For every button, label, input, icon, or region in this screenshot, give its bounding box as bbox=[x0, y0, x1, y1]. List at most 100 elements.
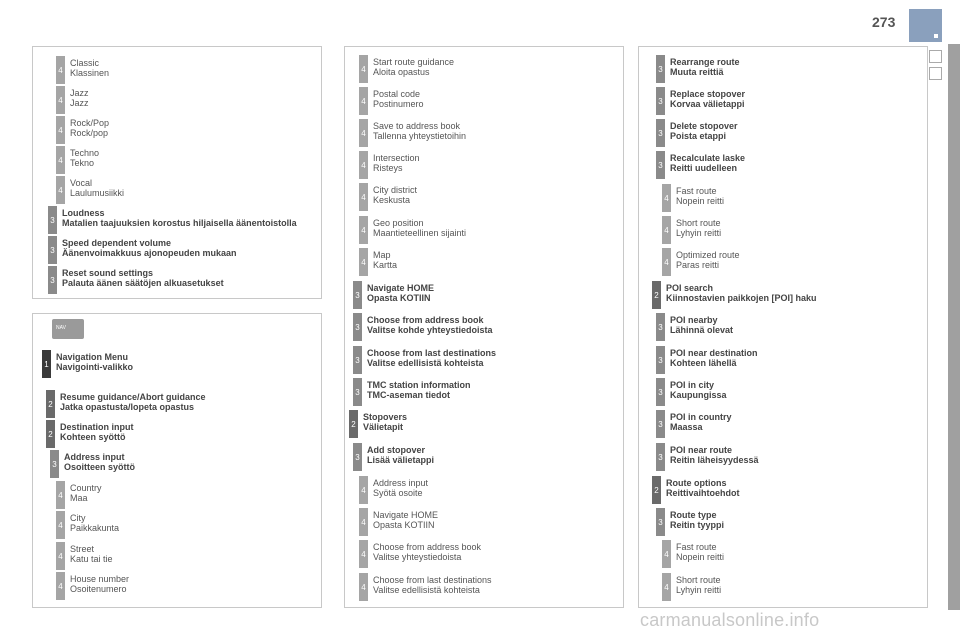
entry-label-fi: Maassa bbox=[670, 422, 703, 432]
entry-label-fi: Matalien taajuuksien korostus hiljaisell… bbox=[62, 218, 297, 228]
entry-label-fi: Lisää välietappi bbox=[367, 455, 435, 465]
entry-label-en: Address input bbox=[373, 478, 429, 488]
level-badge: 4 bbox=[662, 573, 671, 601]
entry-label-en: POI nearby bbox=[670, 315, 718, 325]
entry-label-fi: Katu tai tie bbox=[70, 554, 113, 564]
entry-label-en: Replace stopover bbox=[670, 89, 746, 99]
panel-destination-options bbox=[344, 46, 624, 608]
level-badge: 3 bbox=[48, 266, 57, 294]
level-badge: 4 bbox=[359, 540, 368, 568]
entry-label-en: Route options bbox=[666, 478, 727, 488]
entry-label-fi: Maa bbox=[70, 493, 88, 503]
entry-label-fi: Opasta KOTIIN bbox=[373, 520, 435, 530]
entry-label-fi: Kohteen syöttö bbox=[60, 432, 126, 442]
entry-label-fi: Lyhyin reitti bbox=[676, 585, 722, 595]
entry-label-fi: Risteys bbox=[373, 163, 403, 173]
entry-label-en: POI near route bbox=[670, 445, 733, 455]
entry-label-fi: Poista etappi bbox=[670, 131, 727, 141]
level-badge: 2 bbox=[652, 281, 661, 309]
level-badge: 4 bbox=[56, 542, 65, 570]
entry-label-fi: Osoitenumero bbox=[70, 584, 127, 594]
entry-label-fi: Keskusta bbox=[373, 195, 411, 205]
entry-label-en: Map bbox=[373, 250, 391, 260]
entry-label-fi: Jatka opastusta/lopeta opastus bbox=[60, 402, 195, 412]
entry-label-fi: Reitti uudelleen bbox=[670, 163, 738, 173]
side-strip bbox=[948, 44, 960, 610]
entry-label-en: Choose from last destinations bbox=[373, 575, 492, 585]
entry-label-en: Rock/Pop bbox=[70, 118, 110, 128]
entry-label-en: TMC station information bbox=[367, 380, 471, 390]
level-badge: 3 bbox=[48, 236, 57, 264]
level-badge: 4 bbox=[359, 476, 368, 504]
tab-box-icon bbox=[929, 50, 942, 63]
level-badge: 4 bbox=[56, 146, 65, 174]
entry-label-fi: Paikkakunta bbox=[70, 523, 120, 533]
level-badge: 4 bbox=[56, 481, 65, 509]
entry-label-fi: Postinumero bbox=[373, 99, 424, 109]
entry-label-fi: Reittivaihtoehdot bbox=[666, 488, 740, 498]
entry-label-en: Street bbox=[70, 544, 95, 554]
entry-label-fi: Nopein reitti bbox=[676, 196, 725, 206]
level-badge: 4 bbox=[359, 151, 368, 179]
level-badge: 3 bbox=[656, 313, 665, 341]
level-badge: 4 bbox=[359, 119, 368, 147]
entry-label-fi: Klassinen bbox=[70, 68, 110, 78]
level-badge: 3 bbox=[353, 313, 362, 341]
entry-label-en: Postal code bbox=[373, 89, 421, 99]
entry-label-en: Save to address book bbox=[373, 121, 461, 131]
entry-label-en: Intersection bbox=[373, 153, 420, 163]
level-badge: 3 bbox=[656, 410, 665, 438]
entry-label-en: Start route guidance bbox=[373, 57, 455, 67]
entry-label-en: Navigate HOME bbox=[373, 510, 439, 520]
entry-label-fi: Kiinnostavien paikkojen [POI] haku bbox=[666, 293, 817, 303]
entry-label-fi: Syötä osoite bbox=[373, 488, 423, 498]
entry-label-en: Vocal bbox=[70, 178, 93, 188]
chapter-tab bbox=[909, 9, 942, 42]
entry-label-fi: Aloita opastus bbox=[373, 67, 430, 77]
entry-label-en: Recalculate laske bbox=[670, 153, 746, 163]
entry-label-en: Delete stopover bbox=[670, 121, 738, 131]
level-badge: 3 bbox=[50, 450, 59, 478]
entry-label-en: Short route bbox=[676, 218, 721, 228]
level-badge: 2 bbox=[46, 420, 55, 448]
entry-label-en: Techno bbox=[70, 148, 100, 158]
entry-label-en: Short route bbox=[676, 575, 721, 585]
entry-label-en: Classic bbox=[70, 58, 100, 68]
level-badge: 3 bbox=[656, 119, 665, 147]
entry-label-fi: Välietapit bbox=[363, 422, 404, 432]
entry-label-fi: Valitse edellisistä kohteista bbox=[367, 358, 484, 368]
level-badge: 2 bbox=[652, 476, 661, 504]
entry-label-en: Navigation Menu bbox=[56, 352, 129, 362]
entry-label-fi: Lyhyin reitti bbox=[676, 228, 722, 238]
entry-label-en: Stopovers bbox=[363, 412, 408, 422]
entry-label-en: Jazz bbox=[70, 88, 89, 98]
level-badge: 2 bbox=[349, 410, 358, 438]
level-badge: 3 bbox=[353, 443, 362, 471]
level-badge: 4 bbox=[56, 86, 65, 114]
entry-label-en: City district bbox=[373, 185, 418, 195]
entry-label-en: Fast route bbox=[676, 542, 717, 552]
level-badge: 2 bbox=[46, 390, 55, 418]
level-badge: 4 bbox=[359, 216, 368, 244]
